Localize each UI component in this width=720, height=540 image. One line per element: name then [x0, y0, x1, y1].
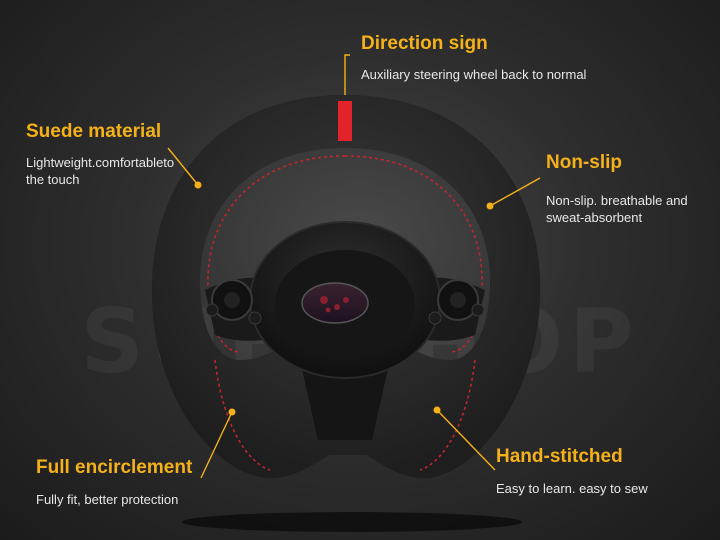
non-slip-desc-line1: Non-slip. breathable and: [546, 193, 688, 208]
direction-sign-title: Direction sign: [361, 33, 488, 54]
wheel-rim: [151, 95, 541, 479]
hand-stitched-desc: Easy to learn. easy to sew: [496, 481, 648, 496]
wheel-shadow: [182, 512, 522, 532]
right-dpad-center-icon: [450, 292, 466, 308]
non-slip-title: Non-slip: [546, 152, 622, 173]
right-button-icon: [428, 311, 442, 325]
nonslip-leader-line: [489, 177, 541, 207]
hand-stitched-title: Hand-stitched: [496, 446, 623, 467]
suede-material-desc-line1: Lightweight.comfortableto: [26, 155, 175, 170]
bottom-spoke: [300, 360, 390, 440]
brand-badge: [301, 282, 369, 324]
stitched-marker-dot: [433, 406, 441, 414]
direction-marker: [338, 101, 352, 141]
left-button-icon: [248, 311, 262, 325]
encirclement-marker-dot: [228, 408, 236, 416]
full-encirclement-desc: Fully fit, better protection: [36, 492, 179, 507]
badge-star: [334, 304, 340, 310]
suede-material-title: Suede material: [26, 121, 162, 142]
non-slip-desc: Non-slip. breathable and sweat-absorbent: [546, 192, 688, 226]
suede-leader-line: [167, 147, 199, 186]
left-dpad-center-icon: [224, 292, 240, 308]
badge-star: [320, 296, 328, 304]
red-stitching: [207, 155, 346, 353]
stitched-leader-line: [436, 409, 496, 471]
encirclement-leader-line: [200, 411, 233, 479]
red-stitching-lower: [214, 359, 476, 471]
nonslip-marker-dot: [486, 202, 494, 210]
badge-star: [343, 297, 349, 303]
badge-star: [325, 307, 331, 313]
red-stitching-right: [344, 155, 483, 353]
suede-material-desc-line2: the touch: [26, 172, 80, 187]
right-button-icon: [471, 303, 485, 317]
full-encirclement-title: Full encirclement: [36, 457, 193, 478]
suede-material-desc: Lightweight.comfortableto the touch: [26, 154, 174, 188]
non-slip-desc-line2: sweat-absorbent: [546, 210, 643, 225]
direction-sign-desc: Auxiliary steering wheel back to normal: [361, 67, 587, 82]
suede-marker-dot: [194, 181, 202, 189]
direction-leader-line: [344, 54, 350, 95]
left-button-icon: [205, 303, 219, 317]
